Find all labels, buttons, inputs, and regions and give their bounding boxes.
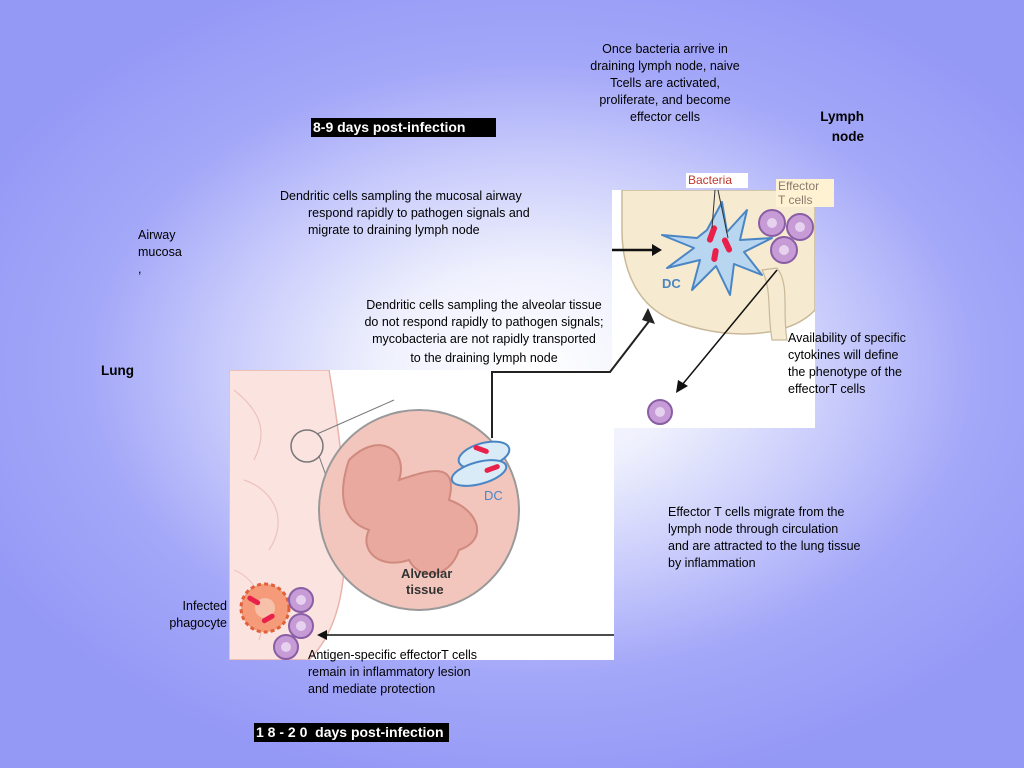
alveolar-label-line1: Alveolar bbox=[401, 566, 452, 581]
dc-cell-icon bbox=[661, 201, 773, 296]
lesion-t-cells-icon bbox=[273, 587, 314, 660]
effector-t-cells-label: Effector T cells bbox=[776, 179, 834, 207]
activation-note: Once bacteria arrive in draining lymph n… bbox=[590, 42, 740, 124]
infected-phagocyte-icon bbox=[239, 582, 291, 634]
migration-note: Effector T cells migrate from the lymph … bbox=[668, 505, 861, 570]
cytokine-note: Availability of specific cytokines will … bbox=[788, 331, 906, 396]
lymph-node-panel: DC bbox=[612, 189, 816, 428]
lymph-node-illustration: DC bbox=[612, 189, 816, 425]
effector-t-cells-icon bbox=[758, 209, 814, 264]
dc-mucosa-note: Dendritic cells sampling the mucosal air… bbox=[280, 189, 530, 237]
banner-18-20-days: 1 8 - 2 0 days post-infection bbox=[254, 723, 449, 742]
banner-8-9-days: 8-9 days post-infection bbox=[311, 118, 496, 137]
dc-migration-arrow bbox=[491, 308, 655, 438]
dc-alveolar-note: Dendritic cells sampling the alveolar ti… bbox=[364, 298, 604, 365]
lung-illustration: DC Alveolar tissue bbox=[228, 369, 614, 661]
airway-mucosa-label: Airway mucosa , bbox=[138, 228, 182, 276]
lymph-node-label: Lymph node bbox=[820, 109, 864, 144]
outgoing-arrow bbox=[681, 269, 778, 386]
alveolar-tissue-circle bbox=[318, 409, 520, 611]
dc-label-alveolar: DC bbox=[484, 488, 503, 503]
lung-panel: DC Alveolar tissue bbox=[228, 369, 614, 661]
lung-label: Lung bbox=[101, 363, 134, 378]
infected-phagocyte-label: Infected phagocyte bbox=[169, 599, 227, 630]
protection-note: Antigen-specific effectorT cells remain … bbox=[308, 648, 478, 696]
bacteria-label: Bacteria bbox=[686, 173, 748, 188]
dc-label-lymph: DC bbox=[662, 276, 681, 291]
alveolar-label-line2: tissue bbox=[406, 582, 444, 597]
